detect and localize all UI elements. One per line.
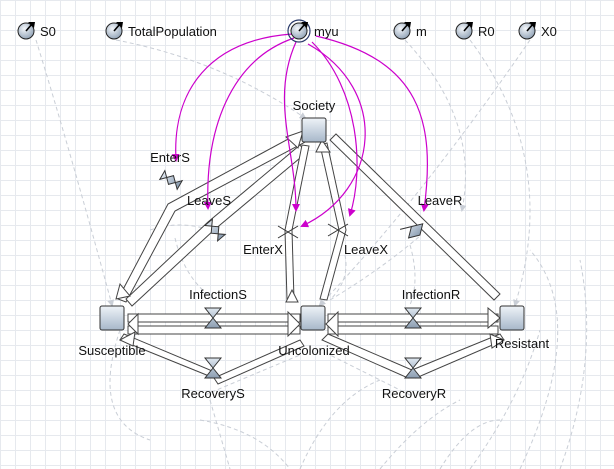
flow-pipes	[117, 130, 505, 385]
flow-enterx[interactable]: EnterX	[243, 225, 299, 257]
parameter-m[interactable]: m	[393, 22, 427, 40]
flow-valves: EnterS LeaveS EnterX LeaveX LeaveR Infec…	[150, 150, 462, 401]
stock-label: Uncolonized	[278, 343, 350, 358]
faint-dependency-links	[35, 39, 588, 469]
stock-label: Resistant	[495, 336, 550, 351]
flow-label: LeaveS	[187, 193, 231, 208]
flow-label: EnterS	[150, 150, 190, 165]
parameters: S0 TotalPopulation myu m R0	[17, 19, 557, 43]
flow-label: LeaveR	[418, 193, 463, 208]
flow-leaver[interactable]: LeaveR	[399, 193, 463, 242]
flow-recoverys[interactable]: RecoveryS	[181, 357, 245, 401]
parameter-label: m	[416, 24, 427, 39]
flow-enters[interactable]: EnterS	[150, 150, 190, 191]
flow-recoveryr[interactable]: RecoveryR	[382, 357, 446, 401]
stocks: Society Susceptible Uncolonized Resistan…	[78, 98, 549, 358]
parameter-label: S0	[40, 24, 56, 39]
parameter-totalpopulation[interactable]: TotalPopulation	[105, 22, 217, 40]
pipe-arrowheads	[115, 130, 506, 349]
flow-label: InfectionR	[402, 287, 461, 302]
flow-label: RecoveryS	[181, 386, 245, 401]
stock-label: Society	[293, 98, 336, 113]
parameter-label: myu	[314, 24, 339, 39]
parameter-label: TotalPopulation	[128, 24, 217, 39]
parameter-label: X0	[541, 24, 557, 39]
parameter-myu[interactable]: myu	[287, 19, 339, 43]
stock-susceptible[interactable]: Susceptible	[78, 305, 146, 358]
flow-infectionr[interactable]: InfectionR	[402, 287, 461, 329]
flow-leaves[interactable]: LeaveS	[187, 193, 231, 243]
parameter-r0[interactable]: R0	[455, 22, 495, 40]
myu-dependency-links	[171, 33, 429, 228]
flow-label: RecoveryR	[382, 386, 446, 401]
parameter-label: R0	[478, 24, 495, 39]
flow-label: InfectionS	[189, 287, 247, 302]
parameter-s0[interactable]: S0	[17, 22, 56, 40]
flow-label: EnterX	[243, 242, 283, 257]
stock-society[interactable]: Society	[293, 98, 336, 143]
stock-resistant[interactable]: Resistant	[495, 305, 550, 351]
flow-leavex[interactable]: LeaveX	[327, 223, 388, 257]
stock-label: Susceptible	[78, 343, 145, 358]
flow-infections[interactable]: InfectionS	[189, 287, 247, 329]
stock-uncolonized[interactable]: Uncolonized	[278, 305, 350, 358]
flow-label: LeaveX	[344, 242, 388, 257]
parameter-x0[interactable]: X0	[518, 22, 557, 40]
